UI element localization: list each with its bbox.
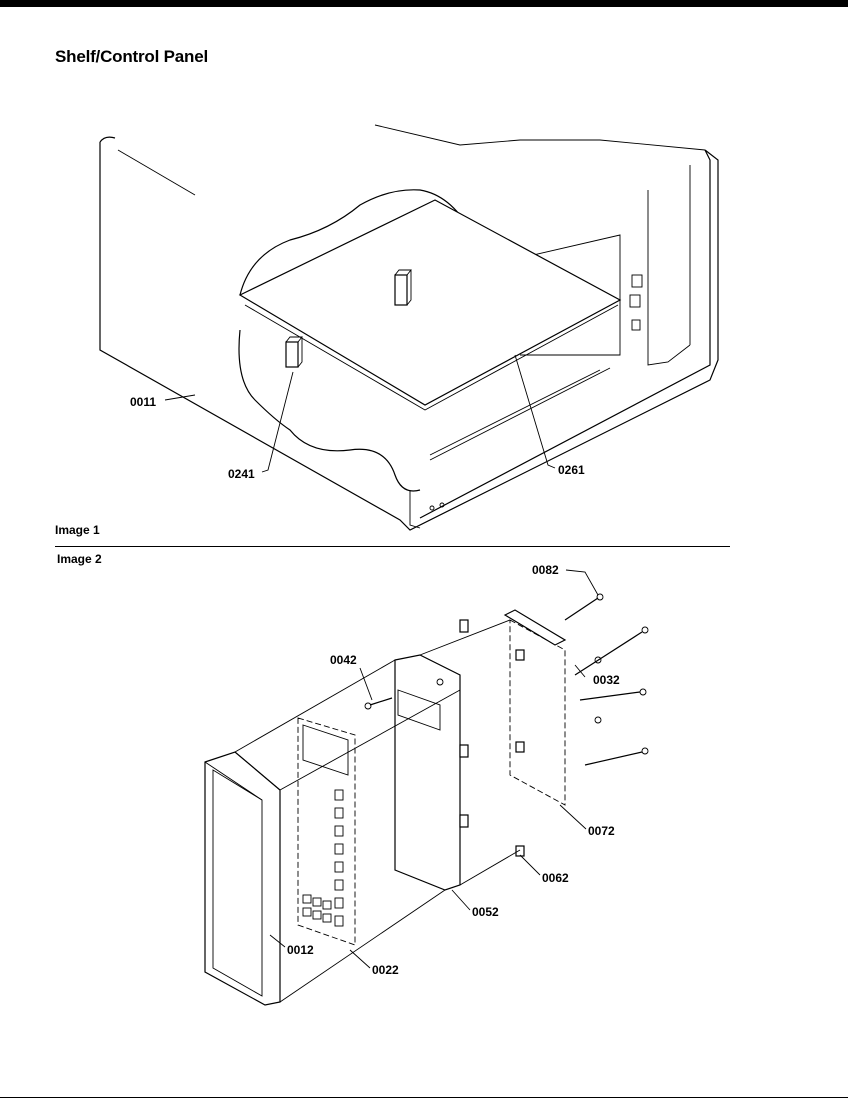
- part-label-0241: 0241: [228, 467, 255, 481]
- top-border: [0, 0, 848, 7]
- image2-caption: Image 2: [57, 552, 102, 566]
- part-label-0261: 0261: [558, 463, 585, 477]
- keypad-buttons: [302, 789, 344, 927]
- bottom-border: [0, 1097, 848, 1098]
- part-label-0062: 0062: [542, 871, 569, 885]
- part-label-0022: 0022: [372, 963, 399, 977]
- section-divider: [55, 546, 730, 547]
- part-label-0082: 0082: [532, 563, 559, 577]
- part-label-0042: 0042: [330, 653, 357, 667]
- page-title: Shelf/Control Panel: [55, 47, 208, 66]
- image2-control-panel-drawing: 0082 0042 0032 0072 0062 0052 0012 0022: [204, 563, 649, 1006]
- part-label-0012: 0012: [287, 943, 314, 957]
- part-label-0052: 0052: [472, 905, 499, 919]
- part-label-0072: 0072: [588, 824, 615, 838]
- image1-caption: Image 1: [55, 523, 100, 537]
- part-label-0011: 0011: [130, 395, 156, 409]
- image1-cabinet-drawing: 0011 0241 0261: [99, 124, 719, 531]
- screws: [364, 593, 649, 766]
- part-label-0032: 0032: [593, 673, 620, 687]
